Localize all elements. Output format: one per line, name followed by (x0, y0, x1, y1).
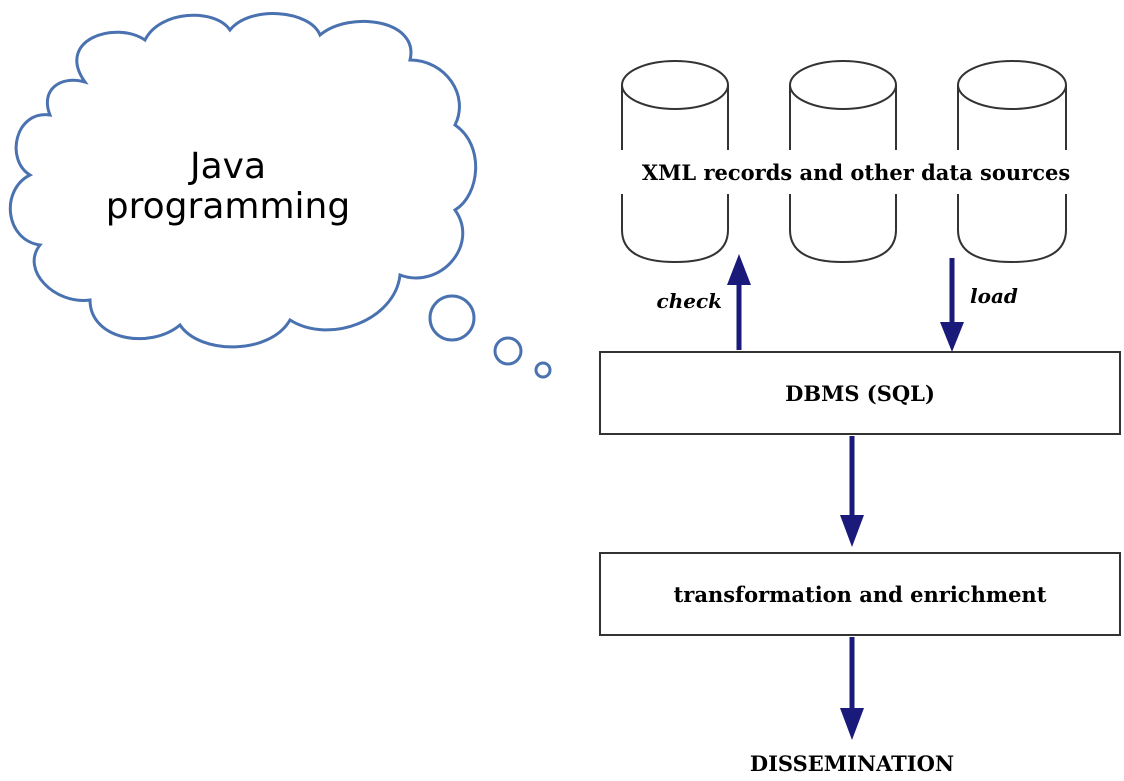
thought-bubble-small (534, 361, 552, 379)
load-arrowhead (940, 322, 964, 352)
dissemination-label: DISSEMINATION (750, 751, 954, 776)
check-arrowhead (727, 254, 751, 285)
thought-bubble-large (428, 294, 476, 342)
database-label: XML records and other data sources (642, 160, 1070, 185)
cloud-line1: Java (188, 146, 266, 187)
load-label: load (970, 284, 1018, 308)
transform-to-output-arrowhead (840, 708, 864, 740)
thought-bubble-medium (493, 336, 523, 366)
dbms-box (599, 351, 1121, 435)
database-label-backdrop (620, 150, 1092, 194)
database-cylinder (621, 60, 729, 264)
transform-label: transformation and enrichment (674, 582, 1047, 607)
check-label: check (657, 289, 722, 313)
dbms-to-transform-arrowhead (840, 515, 864, 547)
cloud-line2: programming (106, 186, 350, 227)
dbms-label: DBMS (SQL) (785, 381, 935, 406)
transform-box (599, 552, 1121, 636)
thought-cloud: Java programming (8, 12, 478, 349)
cloud-shape (8, 12, 478, 349)
